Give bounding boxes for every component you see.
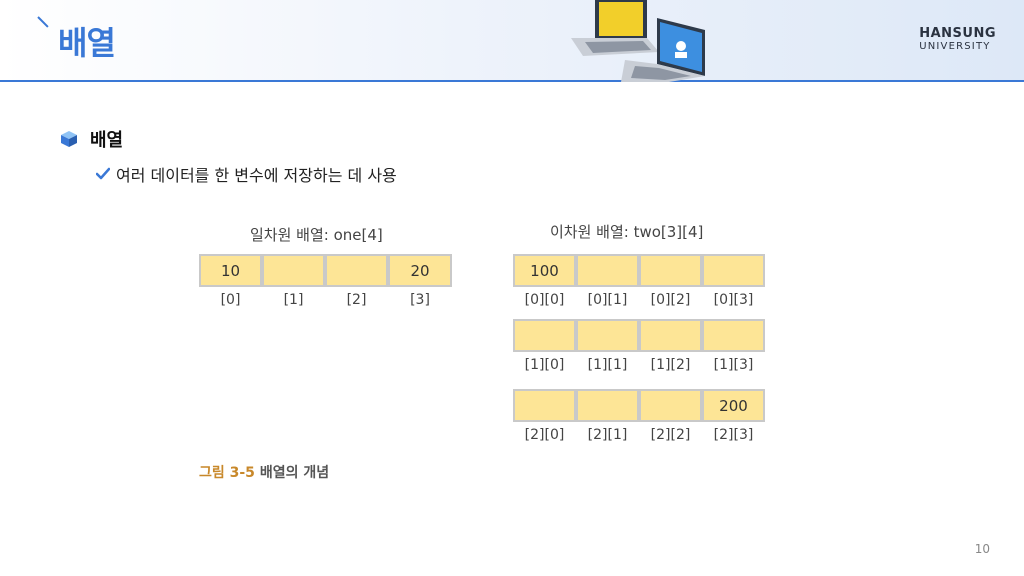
one-cell-3: 20 (388, 254, 452, 287)
hansung-logo[interactable]: HANSUNG UNIVERSITY (919, 26, 996, 53)
two-index-2-2: [2][2] (650, 427, 691, 443)
two-cell-2-1 (576, 389, 639, 422)
figure-caption-text: 배열의 개념 (259, 465, 330, 481)
two-cell-1-1 (576, 319, 639, 352)
two-index-1-2: [1][2] (650, 357, 691, 373)
bullet-heading: 배열 (60, 126, 123, 152)
one-index-3: [3] (410, 292, 430, 308)
two-cell-0-2 (639, 254, 702, 287)
slide-header: 배열 HANSUNG UNIVERSITY (0, 0, 1024, 82)
two-index-2-1: [2][1] (587, 427, 628, 443)
one-dim-caption: 일차원 배열: one[4] (250, 226, 383, 244)
title-accent-mark (37, 16, 49, 28)
bullet-heading-text: 배열 (90, 130, 124, 151)
two-cell-2-0 (513, 389, 576, 422)
one-index-2: [2] (346, 292, 367, 308)
two-index-1-3: [1][3] (713, 357, 754, 373)
two-cell-1-3 (702, 319, 765, 352)
one-cell-0: 10 (199, 254, 262, 287)
slide-title: 배열 (58, 24, 116, 62)
two-index-1-1: [1][1] (587, 357, 628, 373)
two-cell-0-3 (702, 254, 765, 287)
two-index-2-3: [2][3] (713, 427, 754, 443)
two-dim-caption: 이차원 배열: two[3][4] (550, 223, 704, 241)
two-index-0-0: [0][0] (524, 292, 565, 308)
two-index-0-2: [0][2] (650, 292, 691, 308)
one-cell-2 (325, 254, 388, 287)
bullet-sub-text: 여러 데이터를 한 변수에 저장하는 데 사용 (116, 166, 397, 185)
checkmark-icon (96, 167, 110, 180)
one-index-0: [0] (220, 292, 241, 308)
two-cell-1-2 (639, 319, 702, 352)
bullet-sub: 여러 데이터를 한 변수에 저장하는 데 사용 (96, 162, 397, 186)
figure-caption-number: 그림 3-5 (199, 465, 255, 481)
two-index-1-0: [1][0] (524, 357, 565, 373)
one-cell-1 (262, 254, 325, 287)
two-cell-2-2 (639, 389, 702, 422)
two-index-0-1: [0][1] (587, 292, 628, 308)
laptops-illustration (571, 0, 705, 82)
two-cell-1-0 (513, 319, 576, 352)
figure-caption: 그림 3-5 배열의 개념 (199, 462, 329, 482)
one-index-1: [1] (283, 292, 304, 308)
two-cell-2-3: 200 (702, 389, 765, 422)
two-index-2-0: [2][0] (524, 427, 565, 443)
page-number: 10 (974, 542, 990, 556)
two-cell-0-1 (576, 254, 639, 287)
two-cell-0-0: 100 (513, 254, 576, 287)
cube-icon (61, 131, 77, 147)
two-index-0-3: [0][3] (713, 292, 754, 308)
